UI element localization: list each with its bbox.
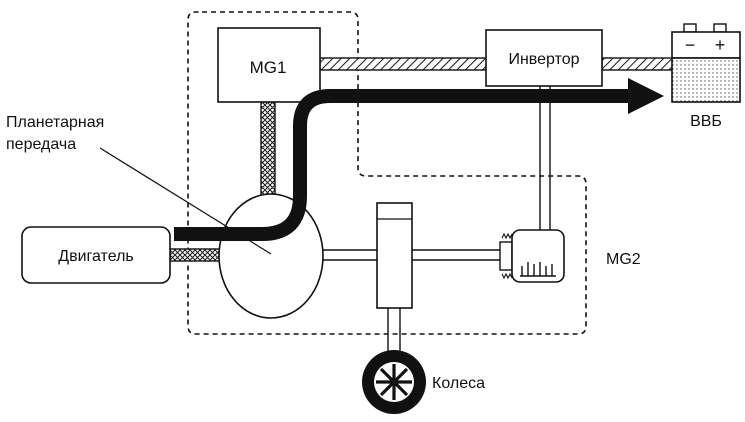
shaft-mg1-planetary bbox=[260, 101, 276, 199]
wheel-icon bbox=[362, 350, 426, 414]
planetary-label-line1: Планетарная bbox=[6, 114, 104, 131]
mg2-label: MG2 bbox=[606, 251, 641, 268]
inverter-label: Инвертор bbox=[508, 51, 579, 68]
mg1-box bbox=[217, 27, 321, 103]
wheels-label: Колеса bbox=[432, 375, 485, 392]
mg1-label: MG1 bbox=[250, 58, 287, 77]
wire-inverter-mg2 bbox=[539, 86, 551, 236]
shaft-engine-planetary bbox=[169, 248, 221, 262]
battery-minus-label: − bbox=[685, 35, 696, 55]
shaft-planetary-mg2 bbox=[322, 249, 500, 261]
inverter-box bbox=[485, 29, 603, 87]
battery: − + bbox=[671, 23, 741, 103]
planetary-label-line2: передача bbox=[6, 136, 76, 153]
shaft-mg1-inverter bbox=[319, 57, 489, 71]
shaft-gear-wheels bbox=[387, 308, 401, 352]
reduction-gear bbox=[376, 202, 413, 309]
dashed-boundary-left bbox=[187, 11, 587, 335]
engine-label: Двигатель bbox=[58, 248, 134, 265]
battery-label: ВВБ bbox=[690, 113, 722, 130]
energy-flow-arrow bbox=[174, 89, 632, 241]
shaft-inverter-battery bbox=[601, 57, 675, 71]
energy-flow-arrowhead bbox=[628, 78, 664, 114]
engine-box bbox=[21, 226, 171, 284]
planetary-gear bbox=[218, 193, 324, 319]
battery-plus-label: + bbox=[715, 35, 726, 55]
mg2-motor bbox=[499, 229, 565, 283]
